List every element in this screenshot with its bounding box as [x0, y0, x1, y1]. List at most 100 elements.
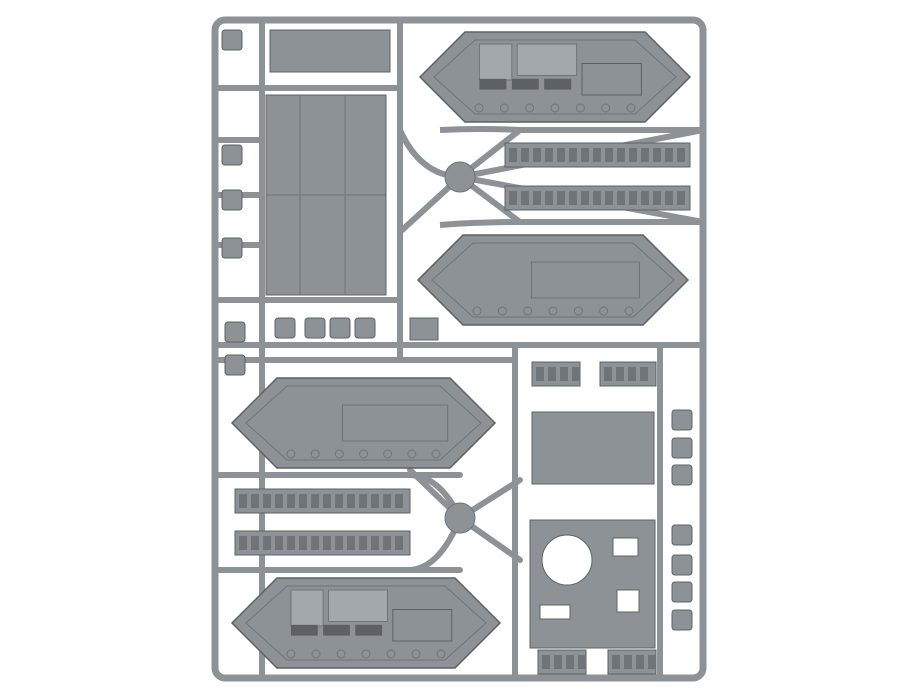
- track-link: [347, 494, 355, 508]
- rivet: [286, 449, 296, 459]
- small-part: [671, 437, 693, 459]
- rivet: [386, 649, 396, 659]
- vision-slot: [616, 589, 640, 613]
- runner-hub: [444, 502, 476, 534]
- track-link: [548, 367, 556, 381]
- track-link: [335, 536, 343, 550]
- track-link: [239, 536, 247, 550]
- track-link: [617, 191, 625, 205]
- track-link: [554, 655, 562, 669]
- door-detail: [581, 63, 642, 96]
- small-part: [671, 554, 693, 576]
- small-part: [221, 237, 243, 259]
- rivet: [626, 103, 636, 113]
- small-part: [671, 409, 693, 431]
- vent-slot: [544, 78, 572, 90]
- track-link: [509, 191, 517, 205]
- rivet: [523, 306, 533, 316]
- hatch-detail: [516, 43, 578, 76]
- vent-slot: [479, 78, 507, 90]
- track-link: [624, 655, 632, 669]
- small-part: [224, 321, 246, 343]
- track-link: [653, 191, 661, 205]
- track-link: [299, 536, 307, 550]
- hatch-detail: [478, 43, 513, 81]
- rivet: [334, 449, 344, 459]
- small-part: [221, 29, 243, 51]
- track-link: [629, 148, 637, 162]
- track-link: [275, 536, 283, 550]
- track-link: [665, 191, 673, 205]
- rivet: [472, 306, 482, 316]
- track-link: [641, 148, 649, 162]
- door-detail: [392, 609, 453, 642]
- track-link: [371, 494, 379, 508]
- track-link: [521, 148, 529, 162]
- vent-slot: [323, 624, 350, 636]
- hatch-detail: [290, 589, 324, 627]
- track-link: [677, 191, 685, 205]
- track-link: [287, 536, 295, 550]
- vision-slot: [539, 604, 571, 620]
- track-link: [533, 191, 541, 205]
- rivet: [575, 103, 585, 113]
- track-link: [566, 655, 574, 669]
- track-link: [263, 536, 271, 550]
- rivet: [497, 306, 507, 316]
- track-link: [323, 536, 331, 550]
- hull-panel-inset: [245, 385, 482, 461]
- small-part: [671, 464, 693, 486]
- track-link: [545, 191, 553, 205]
- small-part: [221, 189, 243, 211]
- track-link: [347, 536, 355, 550]
- track-link: [239, 494, 247, 508]
- track-link: [578, 655, 586, 669]
- track-link: [581, 148, 589, 162]
- rivet: [407, 449, 417, 459]
- track-link: [628, 367, 636, 381]
- track-link: [677, 148, 685, 162]
- track-link: [557, 191, 565, 205]
- rivet: [311, 649, 321, 659]
- rivet: [411, 649, 421, 659]
- track-link: [263, 494, 271, 508]
- rivet: [624, 306, 634, 316]
- rivet: [525, 103, 535, 113]
- track-link: [533, 148, 541, 162]
- hull-panel: [416, 234, 690, 326]
- track-link: [572, 367, 580, 381]
- panel-detail: [530, 261, 640, 299]
- track-link: [557, 148, 565, 162]
- small-plate: [269, 29, 391, 73]
- track-link: [383, 494, 391, 508]
- track-link: [653, 148, 661, 162]
- track-link: [371, 536, 379, 550]
- rivet: [286, 649, 296, 659]
- track-link: [251, 536, 259, 550]
- track-link: [545, 148, 553, 162]
- vent-slot: [355, 624, 383, 636]
- hull-panel: [230, 377, 497, 469]
- small-part: [671, 609, 693, 631]
- track-link: [629, 191, 637, 205]
- rivet: [573, 306, 583, 316]
- track-link: [311, 536, 319, 550]
- small-part: [329, 317, 351, 339]
- rivet: [601, 103, 611, 113]
- track-link: [251, 494, 259, 508]
- track-link: [617, 148, 625, 162]
- track-link: [641, 191, 649, 205]
- vent-slot: [290, 624, 318, 636]
- panel-detail: [341, 404, 449, 442]
- rivet: [499, 103, 509, 113]
- track-link: [536, 367, 544, 381]
- track-link: [383, 536, 391, 550]
- small-part: [221, 144, 243, 166]
- track-link: [648, 655, 656, 669]
- track-link: [665, 148, 673, 162]
- track-link: [616, 367, 624, 381]
- small-part: [671, 581, 693, 603]
- track-link: [287, 494, 295, 508]
- rivet: [359, 449, 368, 459]
- track-link: [509, 148, 517, 162]
